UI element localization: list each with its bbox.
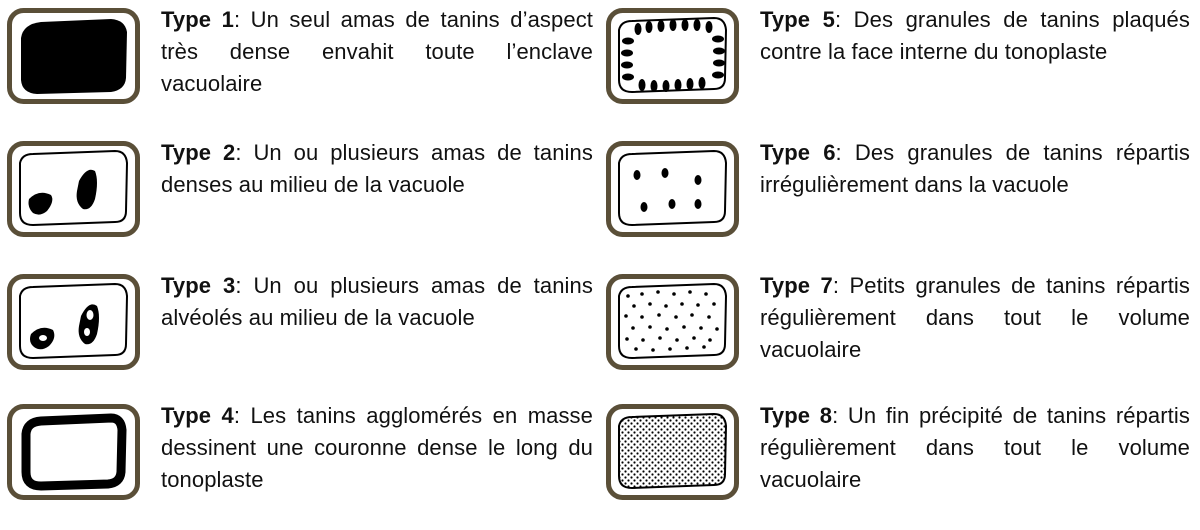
legend-text-type-3: Type 3: Un ou plusieurs amas de tanins a…	[161, 270, 593, 334]
type-label: Type 6	[760, 140, 836, 165]
type-label: Type 7	[760, 273, 833, 298]
type-8-icon	[606, 404, 739, 500]
legend-text-type-2: Type 2: Un ou plusieurs amas de tanins d…	[161, 137, 593, 201]
legend-text-type-8: Type 8: Un fin précipité de tanins répar…	[760, 400, 1190, 496]
type-7-icon	[606, 274, 739, 370]
type-label: Type 8	[760, 403, 832, 428]
type-label: Type 2	[161, 140, 235, 165]
type-2-icon	[7, 141, 140, 237]
legend-item-type-2: Type 2: Un ou plusieurs amas de tanins d…	[7, 141, 607, 267]
legend-item-type-6: Type 6: Des granules de tanins répartis …	[606, 141, 1200, 267]
type-1-icon	[7, 8, 140, 104]
legend-text-type-7: Type 7: Petits granules de tanins répart…	[760, 270, 1190, 366]
legend-item-type-4: Type 4: Les tanins agglomérés en masse d…	[7, 404, 607, 530]
legend-text-type-1: Type 1: Un seul amas de tanins d’aspect …	[161, 4, 593, 100]
legend-item-type-3: Type 3: Un ou plusieurs amas de tanins a…	[7, 274, 607, 400]
legend-text-type-6: Type 6: Des granules de tanins répartis …	[760, 137, 1190, 201]
tannin-type-legend: Type 1: Un seul amas de tanins d’aspect …	[0, 0, 1200, 504]
type-5-icon	[606, 8, 739, 104]
legend-item-type-1: Type 1: Un seul amas de tanins d’aspect …	[7, 8, 607, 134]
type-4-icon	[7, 404, 140, 500]
type-label: Type 3	[161, 273, 235, 298]
legend-item-type-5: Type 5: Des granules de tanins plaqués c…	[606, 8, 1200, 134]
type-label: Type 4	[161, 403, 234, 428]
legend-text-type-5: Type 5: Des granules de tanins plaqués c…	[760, 4, 1190, 68]
legend-item-type-7: Type 7: Petits granules de tanins répart…	[606, 274, 1200, 400]
type-label: Type 5	[760, 7, 835, 32]
legend-item-type-8: Type 8: Un fin précipité de tanins répar…	[606, 404, 1200, 530]
type-label: Type 1	[161, 7, 234, 32]
type-3-icon	[7, 274, 140, 370]
type-6-icon	[606, 141, 739, 237]
legend-text-type-4: Type 4: Les tanins agglomérés en masse d…	[161, 400, 593, 496]
